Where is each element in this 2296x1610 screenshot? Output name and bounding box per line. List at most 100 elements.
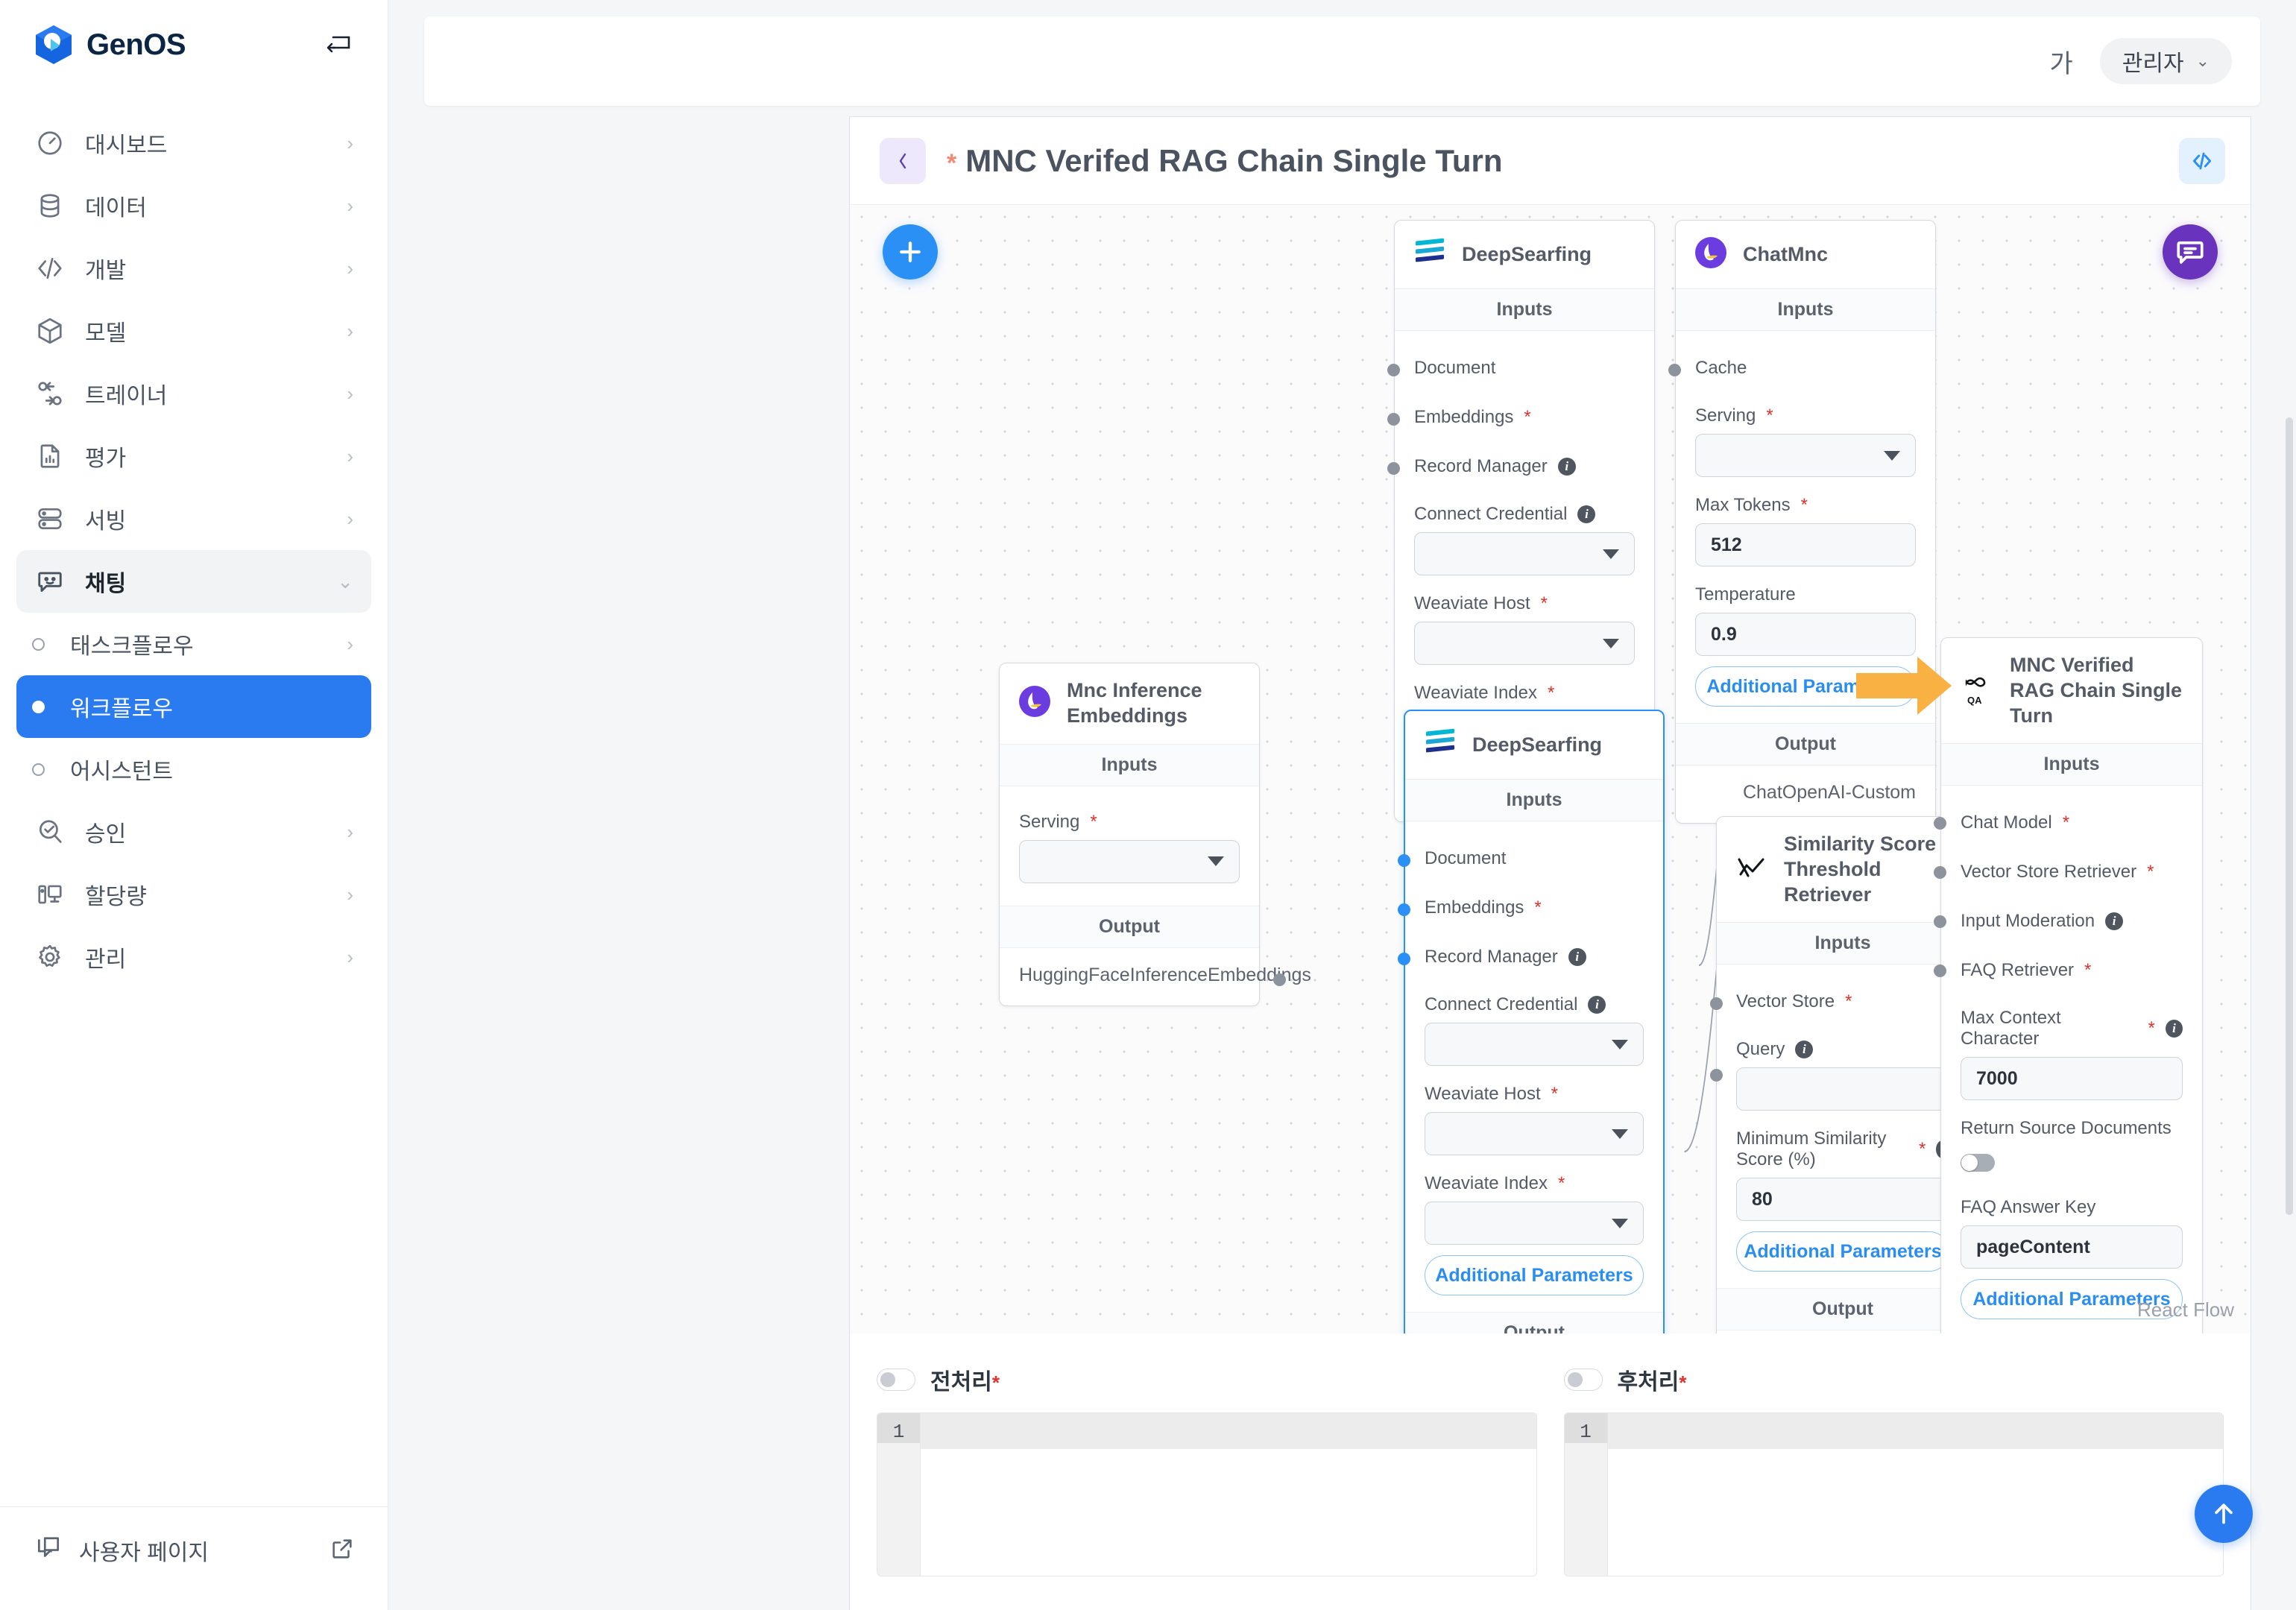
add-node-button[interactable]	[883, 224, 938, 280]
faq-answer-key-input[interactable]: pageContent	[1961, 1225, 2183, 1269]
serving-select[interactable]	[1695, 434, 1916, 477]
sidebar-item-approval[interactable]: 승인 ›	[16, 801, 371, 863]
input-cache[interactable]: Cache	[1668, 344, 1916, 394]
required-marker: *	[1534, 897, 1542, 918]
info-icon[interactable]: i	[1588, 996, 1606, 1014]
port-query[interactable]	[1710, 1069, 1723, 1082]
top-bar: 가 관리자 ⌄	[424, 16, 2260, 106]
info-icon[interactable]: i	[2105, 912, 2124, 931]
sidebar-item-development[interactable]: 개발 ›	[16, 237, 371, 300]
info-icon[interactable]: i	[1795, 1041, 1814, 1059]
sidebar-item-serving[interactable]: 서빙 ›	[16, 487, 371, 550]
port-record-manager[interactable]	[1387, 462, 1400, 475]
code-content[interactable]	[921, 1413, 1536, 1576]
preprocess-toggle[interactable]	[877, 1368, 915, 1391]
scroll-to-top-button[interactable]	[2195, 1485, 2253, 1543]
sidebar-item-data[interactable]: 데이터 ›	[16, 174, 371, 237]
sidebar-item-assistant[interactable]: 어시스턴트	[16, 738, 371, 801]
sidebar-item-management[interactable]: 관리 ›	[16, 926, 371, 988]
code-content[interactable]	[1607, 1413, 2223, 1576]
node-title: Similarity Score Threshold Retriever	[1784, 833, 1937, 906]
input-document[interactable]: Document	[1398, 835, 1644, 884]
node-deepsearfing-selected[interactable]: DeepSearfing Inputs Document Embeddings*	[1398, 710, 1665, 1333]
field-label: FAQ Answer Key	[1961, 1197, 2096, 1218]
port-embeddings[interactable]	[1398, 903, 1410, 916]
port-vector-store-retriever[interactable]	[1934, 866, 1946, 880]
input-chat-model[interactable]: Chat Model*	[1934, 799, 2183, 848]
node-mnc-verified-rag-chain[interactable]: QA MNC Verified RAG Chain Single Turn In…	[1934, 637, 2203, 1333]
brand: GenOS	[34, 25, 186, 65]
weaviate-host-select[interactable]	[1414, 622, 1635, 665]
info-icon[interactable]: i	[1577, 505, 1596, 523]
minimum-similarity-score-input[interactable]: 80	[1736, 1178, 1949, 1222]
sidebar-item-user-page[interactable]: 사용자 페이지	[34, 1521, 355, 1580]
sidebar-item-taskflow[interactable]: 태스크플로우 ›	[16, 613, 371, 675]
additional-parameters-button[interactable]: Additional Parameters	[1425, 1255, 1644, 1295]
node-mnc-inference-embeddings[interactable]: Mnc Inference Embeddings Inputs Serving*…	[999, 663, 1311, 1006]
flow-canvas[interactable]: DeepSearfing Inputs Document Embeddings*	[850, 205, 2251, 1333]
additional-parameters-button[interactable]: Additional Parameters	[1736, 1231, 1949, 1272]
input-faq-retriever[interactable]: FAQ Retriever*	[1934, 947, 2183, 996]
font-size-button[interactable]: 가	[2049, 49, 2073, 78]
serving-select[interactable]	[1019, 839, 1240, 883]
input-document[interactable]: Document	[1387, 344, 1635, 394]
back-button[interactable]	[880, 137, 926, 184]
sidebar-item-evaluation[interactable]: 평가 ›	[16, 425, 371, 487]
preprocess-column: 전처리* 1	[877, 1363, 1537, 1610]
node-chatmnc[interactable]: ChatMnc Inputs Cache Serving* M	[1668, 220, 1962, 824]
field-return-source-documents: Return Source Documents	[1961, 1106, 2183, 1172]
connect-credential-select[interactable]	[1425, 1023, 1644, 1066]
view-code-button[interactable]	[2179, 137, 2225, 184]
input-embeddings[interactable]: Embeddings*	[1398, 884, 1644, 933]
input-embeddings[interactable]: Embeddings*	[1387, 394, 1635, 443]
sidebar-item-workflow[interactable]: 워크플로우	[16, 675, 371, 738]
connect-credential-select[interactable]	[1414, 532, 1635, 575]
port-record-manager[interactable]	[1398, 953, 1410, 965]
postprocess-toggle[interactable]	[1563, 1368, 1603, 1391]
max-context-character-input[interactable]: 7000	[1961, 1057, 2183, 1101]
external-link-icon[interactable]	[329, 1536, 355, 1565]
chat-bubble-button[interactable]	[2163, 224, 2218, 280]
port-document[interactable]	[1387, 364, 1400, 376]
unsaved-marker: *	[947, 148, 957, 177]
info-icon[interactable]: i	[2165, 1020, 2183, 1038]
sidebar-item-model[interactable]: 모델 ›	[16, 300, 371, 362]
info-icon[interactable]: i	[1568, 948, 1586, 966]
sidebar-item-trainer[interactable]: 트레이너 ›	[16, 362, 371, 425]
node-similarity-score-threshold-retriever[interactable]: Similarity Score Threshold Retriever Inp…	[1710, 816, 1969, 1333]
required-marker: *	[2084, 960, 2092, 981]
max-tokens-input[interactable]: 512	[1695, 523, 1916, 566]
port-input-moderation[interactable]	[1934, 915, 1946, 929]
weaviate-host-select[interactable]	[1425, 1112, 1644, 1155]
port-output-embeddings[interactable]	[1273, 973, 1286, 986]
input-vector-store-retriever[interactable]: Vector Store Retriever*	[1934, 848, 2183, 897]
weaviate-index-select[interactable]	[1425, 1202, 1644, 1245]
sidebar-item-dashboard[interactable]: 대시보드 ›	[16, 112, 371, 174]
info-icon[interactable]: i	[1557, 458, 1576, 476]
collapse-sidebar-icon[interactable]	[324, 29, 355, 60]
port-chat-model[interactable]	[1934, 817, 1946, 830]
page-scrollbar[interactable]	[2286, 417, 2293, 1215]
sidebar-item-quota[interactable]: 할당량 ›	[16, 863, 371, 926]
port-faq-retriever[interactable]	[1934, 965, 1946, 978]
field-label: Minimum Similarity Score (%)	[1736, 1128, 1887, 1170]
preprocess-code-editor[interactable]: 1	[877, 1412, 1537, 1576]
query-input[interactable]	[1736, 1067, 1949, 1111]
additional-parameters-button[interactable]: Additional Parameters	[1961, 1279, 2183, 1320]
input-vector-store[interactable]: Vector Store*	[1710, 978, 1949, 1027]
postprocess-code-editor[interactable]: 1	[1563, 1412, 2224, 1576]
port-vector-store[interactable]	[1710, 997, 1723, 1011]
return-source-documents-toggle[interactable]	[1961, 1154, 1995, 1172]
field-weaviate-host: Weaviate Host*	[1425, 1072, 1644, 1155]
port-cache[interactable]	[1668, 364, 1681, 376]
temperature-input[interactable]: 0.9	[1695, 613, 1916, 656]
sidebar-item-chat[interactable]: 채팅 ⌄	[16, 550, 371, 613]
user-menu[interactable]: 관리자 ⌄	[2099, 38, 2232, 84]
port-document[interactable]	[1398, 854, 1410, 867]
input-label: Vector Store	[1736, 991, 1835, 1012]
port-embeddings[interactable]	[1387, 413, 1400, 426]
